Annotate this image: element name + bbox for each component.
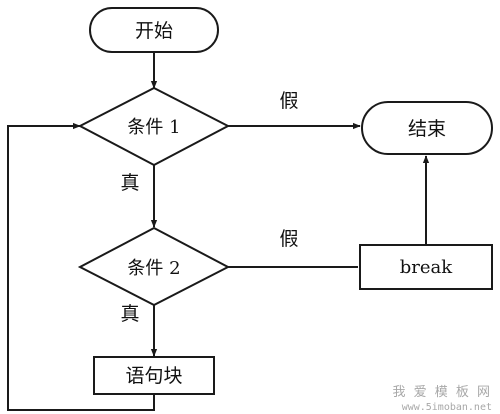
start-label: 开始 bbox=[135, 20, 173, 42]
end-node bbox=[361, 101, 493, 155]
condition1-label: 条件 1 bbox=[127, 117, 180, 138]
condition1-diamond bbox=[77, 86, 231, 167]
condition1-true-label: 真 bbox=[120, 172, 139, 194]
start-node bbox=[89, 7, 219, 53]
condition2-label: 条件 2 bbox=[127, 258, 180, 279]
block-label: 语句块 bbox=[125, 365, 182, 387]
watermark-url: www.5imoban.net bbox=[402, 402, 492, 413]
edge-block-loop-back bbox=[7, 122, 155, 411]
end-label: 结束 bbox=[408, 118, 446, 140]
condition2-diamond bbox=[77, 226, 231, 307]
condition1-false-label: 假 bbox=[279, 90, 298, 112]
break-label: break bbox=[400, 257, 454, 278]
condition2-false-label: 假 bbox=[279, 228, 298, 250]
condition2-true-label: 真 bbox=[120, 303, 139, 325]
watermark-title: 我 爱 模 板 网 bbox=[392, 385, 492, 400]
break-node bbox=[359, 244, 493, 290]
block-node bbox=[93, 356, 215, 395]
